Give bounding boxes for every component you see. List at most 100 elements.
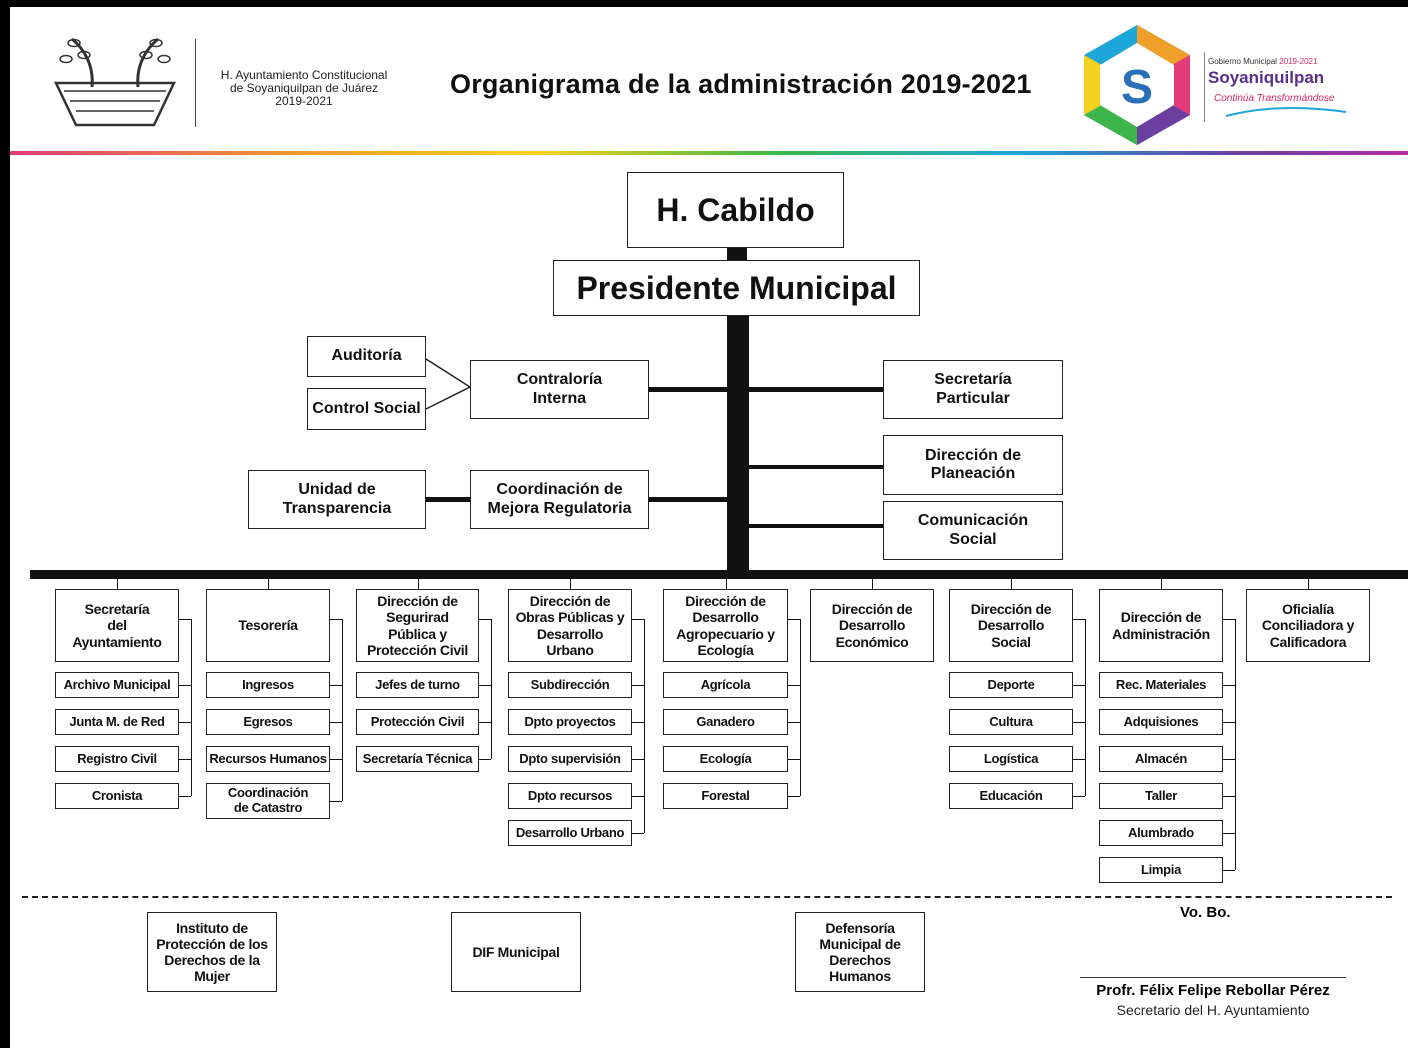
connector-mejora (647, 497, 727, 502)
dept-connector (1011, 579, 1012, 589)
sub-unit-box: Forestal (663, 783, 788, 809)
page-title: Organigrama de la administración 2019-20… (450, 69, 1032, 99)
dept-connector (872, 579, 873, 589)
dept-connector (725, 579, 727, 589)
presidente-box: Presidente Municipal (553, 260, 920, 316)
sub-unit-box: Agrícola (663, 672, 788, 698)
org-chart-sheet: H. Ayuntamiento Constitucional de Soyani… (10, 7, 1408, 1048)
sub-unit-connector (179, 796, 191, 797)
vobo-label: Vo. Bo. (1180, 904, 1231, 921)
sub-unit-box: Subdirección (508, 672, 632, 698)
department-box: Dirección de Desarrollo Social (949, 589, 1073, 662)
sub-unit-box: Adquisiones (1099, 709, 1223, 735)
sub-unit-box: Registro Civil (55, 746, 179, 772)
connector-contraloria (647, 387, 727, 392)
logo-letter: S (1121, 61, 1153, 114)
sub-unit-box: Archivo Municipal (55, 672, 179, 698)
sub-unit-connector (1073, 685, 1085, 686)
sub-unit-box: Dpto supervisión (508, 746, 632, 772)
sub-unit-connector (330, 801, 342, 802)
department-bracket (342, 619, 343, 801)
municipal-coat-of-arms-icon (54, 37, 176, 127)
sub-unit-box: Rec. Materiales (1099, 672, 1223, 698)
municipality-name: Soyaniquilpan (1208, 68, 1325, 87)
department-bracket (191, 619, 192, 796)
department-bracket-top (1223, 619, 1235, 620)
signatory-role: Secretario del H. Ayuntamiento (1116, 1002, 1310, 1018)
sub-unit-connector (1073, 759, 1085, 760)
sub-unit-connector (1223, 833, 1235, 834)
defensoria-box: Defensoría Municipal de Derechos Humanos (795, 912, 925, 992)
sub-unit-box: Dpto proyectos (508, 709, 632, 735)
control-social-box: Control Social (307, 388, 426, 430)
sub-unit-box: Jefes de turno (356, 672, 479, 698)
sub-unit-connector (632, 796, 644, 797)
council-name: H. Ayuntamiento Constitucional de Soyani… (220, 68, 388, 108)
logo-divider (1204, 52, 1205, 122)
sub-unit-connector (330, 685, 342, 686)
dept-connector (117, 579, 118, 589)
sub-unit-connector (788, 722, 800, 723)
sub-unit-connector (330, 722, 342, 723)
sub-unit-connector (788, 759, 800, 760)
sub-unit-box: Logística (949, 746, 1073, 772)
department-bracket-top (330, 619, 342, 620)
sub-unit-box: Coordinación de Catastro (206, 783, 330, 819)
departments-bus-line (30, 570, 1408, 579)
sub-unit-box: Limpia (1099, 857, 1223, 883)
department-box: Dirección de Segurirad Pública y Protecc… (356, 589, 479, 662)
connector-secretaria-particular (749, 387, 883, 392)
contraloria-box: Contraloría Interna (470, 360, 649, 419)
slogan-swoosh-icon (1225, 106, 1347, 117)
department-box: Dirección de Administración (1099, 589, 1223, 662)
planeacion-box: Dirección de Planeación (883, 435, 1063, 495)
sub-unit-connector (788, 796, 800, 797)
sub-unit-box: Educación (949, 783, 1073, 809)
department-box: Dirección de Desarrollo Económico (810, 589, 934, 662)
connector-transparencia (426, 497, 470, 502)
government-label-prefix: Gobierno Municipal (1208, 57, 1280, 66)
department-bracket-top (632, 619, 644, 620)
sub-unit-connector (179, 759, 191, 760)
sub-unit-box: Secretaría Técnica (356, 746, 479, 772)
sub-unit-connector (179, 685, 191, 686)
department-bracket (491, 619, 492, 759)
sub-unit-box: Desarrollo Urbano (508, 820, 632, 846)
dept-connector (1161, 579, 1162, 589)
sub-unit-box: Protección Civil (356, 709, 479, 735)
department-bracket-top (179, 619, 191, 620)
sub-unit-connector (1223, 870, 1235, 871)
government-label-years: 2019-2021 (1279, 57, 1318, 66)
sub-unit-box: Deporte (949, 672, 1073, 698)
sub-unit-connector (632, 759, 644, 760)
sub-unit-box: Dpto recursos (508, 783, 632, 809)
connector-cabildo-presidente (727, 248, 747, 260)
sub-unit-connector (632, 833, 644, 834)
department-bracket (1085, 619, 1086, 796)
instituto-mujer-box: Instituto de Protección de los Derechos … (147, 912, 277, 992)
government-label: Gobierno Municipal 2019-2021 (1208, 57, 1317, 66)
dif-municipal-box: DIF Municipal (451, 912, 581, 992)
sub-unit-box: Ganadero (663, 709, 788, 735)
auditoria-box: Auditoría (307, 336, 426, 377)
department-bracket-top (479, 619, 491, 620)
dept-connector (268, 579, 269, 589)
secretaria-particular-box: Secretaría Particular (883, 360, 1063, 419)
sub-unit-box: Alumbrado (1099, 820, 1223, 846)
sub-unit-box: Recursos Humanos (206, 746, 330, 772)
dept-connector (417, 579, 419, 589)
department-box: Dirección de Desarrollo Agropecuario y E… (663, 589, 788, 662)
mejora-regulatoria-box: Coordinación de Mejora Regulatoria (470, 470, 649, 529)
sub-unit-connector (179, 722, 191, 723)
sub-unit-connector (479, 722, 491, 723)
sub-unit-connector (632, 685, 644, 686)
dept-connector (570, 579, 571, 589)
sub-unit-box: Ingresos (206, 672, 330, 698)
dept-connector (1308, 579, 1309, 589)
sub-unit-connector (1073, 722, 1085, 723)
dashed-separator (22, 896, 1392, 898)
main-trunk-line (727, 316, 749, 572)
department-box: Secretaría del Ayuntamiento (55, 589, 179, 662)
cabildo-box: H. Cabildo (627, 172, 844, 248)
soyaniquilpan-logo-icon: S (1084, 25, 1190, 145)
